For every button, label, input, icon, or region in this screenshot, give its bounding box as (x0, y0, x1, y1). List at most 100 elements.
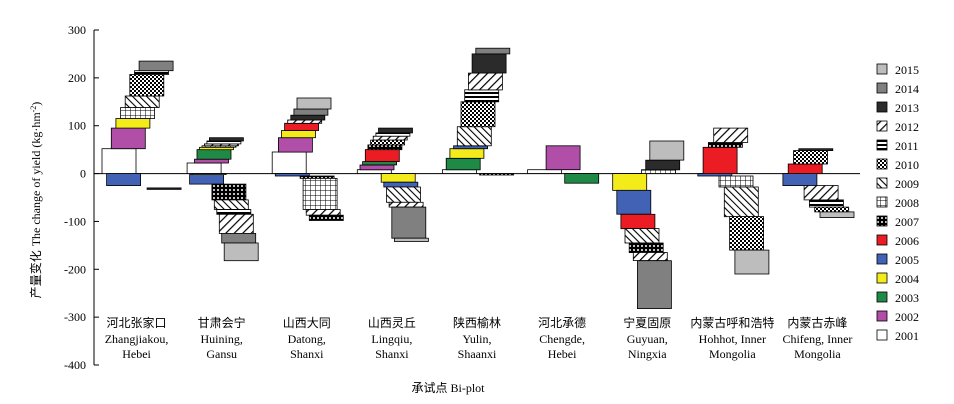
bar-segment-2006 (702, 146, 738, 175)
bar-segment-2005 (189, 174, 225, 185)
bar-segment-2004 (191, 173, 227, 176)
legend-label: 2015 (895, 63, 919, 77)
bar-segment-2011 (464, 89, 500, 103)
site-label-en: Gansu (206, 347, 237, 361)
site-label-cn: 陕西榆林 (453, 315, 501, 330)
legend-swatch (876, 291, 888, 303)
legend-label: 2004 (895, 272, 919, 286)
bar-segment-2010 (793, 150, 828, 165)
legend-item-2015: 2015 (876, 63, 919, 77)
site-label-en: Mongolia (794, 347, 841, 361)
bar-segment-2012 (467, 72, 503, 91)
legend-swatch (876, 196, 888, 208)
bar-segment-2003 (445, 157, 481, 171)
legend-label: 2009 (895, 177, 919, 191)
bar-segment-2004 (612, 173, 648, 191)
y-tick-label: 100 (68, 119, 86, 133)
site-label-en: Guyuan, (627, 332, 668, 346)
legend-swatch (876, 272, 888, 284)
y-axis-title-end: ) (29, 102, 43, 106)
site-label-cn: 河北张家口 (107, 315, 167, 330)
bar-segment-2002 (359, 164, 395, 171)
bar-segment-2015 (296, 97, 332, 110)
site-label-cn: 宁夏固原 (623, 315, 671, 330)
bar-segment-2003 (196, 149, 232, 160)
y-tick-label: 0 (80, 167, 86, 181)
y-tick-label: 200 (68, 71, 86, 85)
site-bars (612, 140, 685, 310)
bar-segment-2005 (106, 173, 141, 187)
site-label-en: Yulin, (462, 332, 491, 346)
legend-item-2004: 2004 (876, 272, 919, 286)
bar-segment-2007 (628, 242, 664, 254)
bar-segment-2001 (441, 169, 477, 174)
site-label-en: Mongolia (709, 347, 756, 361)
site-label-en: Shaanxi (458, 347, 497, 361)
bar-segment-2007 (479, 173, 515, 176)
bar-segment-2015 (393, 237, 429, 242)
bar-segment-2007 (308, 214, 344, 221)
site-label-cn: 甘肃会宁 (198, 315, 246, 330)
legend-label: 2014 (895, 82, 919, 96)
bar-segment-2006 (620, 213, 656, 230)
bar-segment-2008 (302, 177, 338, 210)
site-label-en: Hebei (122, 347, 151, 361)
bar-segment-2010 (129, 74, 165, 97)
site-label-cn: 内蒙古赤峰 (787, 315, 847, 330)
legend-swatch (876, 120, 888, 132)
legend-item-2001: 2001 (876, 329, 919, 343)
bar-segment-2004 (281, 130, 316, 139)
bar-segment-2001 (527, 169, 562, 174)
bar-segment-2011 (809, 199, 844, 208)
bar-segment-2013 (471, 53, 507, 74)
bar-segment-2012 (632, 252, 668, 262)
site-bars (782, 148, 855, 218)
bar-segment-2002 (545, 145, 581, 171)
bar-segment-2013 (798, 148, 834, 151)
bar-segment-2007 (367, 144, 403, 151)
bar-segment-2009 (213, 199, 249, 210)
bar-segment-2004 (380, 173, 416, 183)
category-labels: 河北张家口Zhangjiakou,Hebei甘肃会宁Huining,Gansu山… (105, 315, 853, 361)
bar-segment-2006 (364, 149, 400, 163)
site-label-en: Lingqiu, (371, 332, 412, 346)
bar-segment-2005 (616, 189, 652, 215)
legend-swatch (876, 329, 888, 341)
bar-segment-2014 (475, 47, 511, 55)
legend-item-2008: 2008 (876, 196, 919, 210)
bar-segment-2007 (211, 183, 247, 201)
legend-label: 2011 (895, 139, 919, 153)
legend-swatch (876, 101, 888, 113)
bar-segment-2010 (814, 206, 850, 213)
bar-segment-2015 (649, 140, 685, 161)
site-label-en: Ningxia (628, 347, 667, 361)
bar-segment-2003 (564, 173, 600, 184)
bar-segment-2012 (305, 209, 341, 216)
bar-segment-2003 (362, 161, 398, 166)
site-bars (441, 47, 515, 176)
legend-label: 2001 (895, 329, 919, 343)
bar-segment-2014 (637, 260, 672, 310)
legend-label: 2012 (895, 120, 919, 134)
bar-segment-2001 (356, 169, 392, 174)
site-label-en: Shanxi (290, 347, 324, 361)
bar-segment-2005 (274, 173, 310, 177)
bar-segment-2015 (223, 242, 259, 262)
site-label-cn: 河北承德 (538, 315, 586, 330)
bar-segment-2015 (734, 249, 770, 275)
bar-segment-2011 (216, 209, 252, 215)
bar-segment-2006 (146, 187, 182, 190)
legend-swatch (876, 82, 888, 94)
site-bars (186, 137, 259, 262)
site-label-cn: 山西灵丘 (368, 316, 416, 330)
y-axis-title-cn: 产量变化 (28, 250, 43, 298)
legend-swatch (876, 253, 888, 265)
bar-segment-2012 (388, 201, 424, 208)
legend-label: 2007 (895, 215, 919, 229)
legend-label: 2003 (895, 291, 919, 305)
site-bars (527, 145, 600, 184)
site-label-en: Hohhot, Inner (699, 332, 766, 346)
legend-item-2007: 2007 (876, 215, 919, 229)
bar-segment-2009 (124, 95, 160, 108)
bar-segment-2014 (138, 60, 174, 72)
